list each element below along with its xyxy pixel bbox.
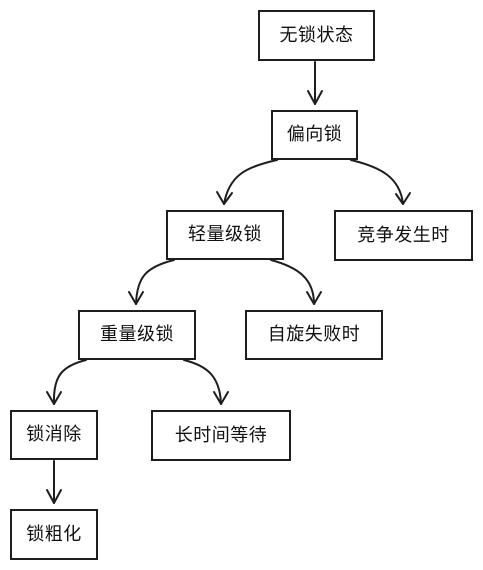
- edge-heavyweight-to-lock-elim: [52, 359, 87, 405]
- node-spin-failed: 自旋失败时: [245, 310, 383, 360]
- arrowhead-heavyweight-to-lock-elim: [46, 391, 62, 405]
- node-label: 无锁状态: [279, 24, 354, 46]
- edge-heavyweight-to-long-wait: [183, 359, 222, 405]
- node-label: 锁粗化: [26, 523, 82, 545]
- node-heavyweight-lock: 重量级锁: [78, 310, 196, 360]
- node-lock-elimination: 锁消除: [10, 410, 98, 460]
- arrowhead-no-lock-to-biased: [307, 90, 323, 105]
- node-long-wait: 长时间等待: [151, 410, 291, 461]
- edge-biased-to-contention: [350, 159, 404, 205]
- node-label: 长时间等待: [174, 424, 268, 446]
- node-lightweight-lock: 轻量级锁: [166, 210, 284, 260]
- arrowhead-heavyweight-to-long-wait: [213, 391, 229, 405]
- arrowhead-lightweight-to-heavyweight: [128, 291, 144, 305]
- arrowhead-lightweight-to-spin-failed: [306, 291, 322, 305]
- node-label: 锁消除: [26, 424, 82, 445]
- node-biased-lock: 偏向锁: [271, 110, 358, 160]
- node-on-contention: 竞争发生时: [334, 210, 473, 261]
- arrowhead-lock-elim-to-lock-coarsen: [46, 489, 62, 504]
- arrowhead-biased-to-contention: [395, 192, 411, 205]
- node-label: 自旋失败时: [267, 324, 361, 345]
- edge-lightweight-to-heavyweight: [135, 259, 175, 305]
- node-label: 轻量级锁: [188, 224, 262, 245]
- arrowhead-biased-to-lightweight: [216, 191, 233, 205]
- node-label: 竞争发生时: [357, 224, 450, 246]
- edge-biased-to-lightweight: [223, 159, 278, 205]
- edge-lightweight-to-spin-failed: [270, 259, 315, 305]
- node-label: 重量级锁: [100, 324, 174, 345]
- node-lock-coarsening: 锁粗化: [10, 509, 98, 560]
- node-no-lock: 无锁状态: [258, 10, 375, 61]
- node-label: 偏向锁: [286, 124, 343, 145]
